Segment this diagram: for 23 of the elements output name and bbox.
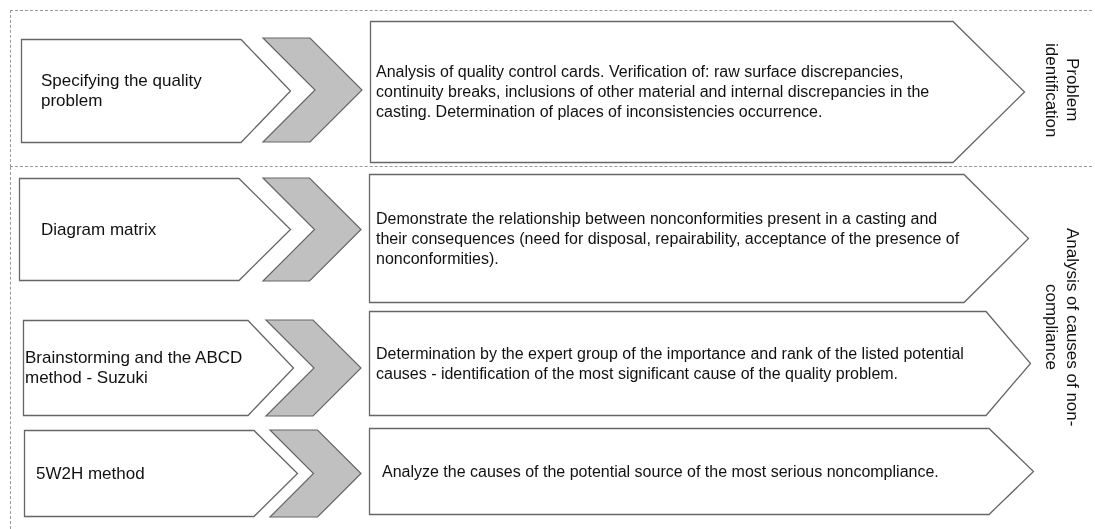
step-text: 5W2H method: [36, 462, 146, 485]
step-text: Analysis of quality control cards. Verification of: raw surface discrepancies, continuity breaks, inclusions of other material and internal discrepancies in the casting. Determination of places of inconsistencies occurrence.: [376, 62, 931, 122]
step-text: Specifying the quality problem: [41, 70, 203, 112]
pentagon-box: [369, 428, 1034, 515]
pentagon-box: [19, 178, 291, 281]
section-label: Analysis of causes of non-compliance: [1041, 226, 1083, 429]
chevron-arrow: [261, 37, 363, 143]
pentagon-box: [23, 320, 294, 416]
step-text: Brainstorming and the ABCD method - Suzuki: [25, 347, 244, 389]
chevron-arrow: [268, 429, 362, 518]
pentagon-box: [369, 174, 1029, 303]
step-text: Determination by the expert group of the importance and rank of the listed potential causes - identification of the most significant cause of the quality problem.: [376, 343, 965, 384]
chevron-arrow: [261, 177, 362, 282]
step-text: Analyze the causes of the potential source of the most serious noncompliance.: [382, 461, 940, 482]
step-text: Demonstrate the relationship between nonconformities present in a casting and their consequences (need for disposal, repairability, acceptance of the presence of nonconformities).: [376, 208, 961, 269]
pentagon-box: [370, 21, 1025, 163]
section-label: Problem identification: [1041, 41, 1083, 140]
pentagon-box: [24, 430, 298, 517]
chevron-arrow: [264, 319, 362, 417]
section-band: [10, 10, 1092, 167]
pentagon-box: [21, 39, 291, 143]
step-text: Diagram matrix: [41, 218, 158, 241]
pentagon-box: [369, 311, 1031, 416]
